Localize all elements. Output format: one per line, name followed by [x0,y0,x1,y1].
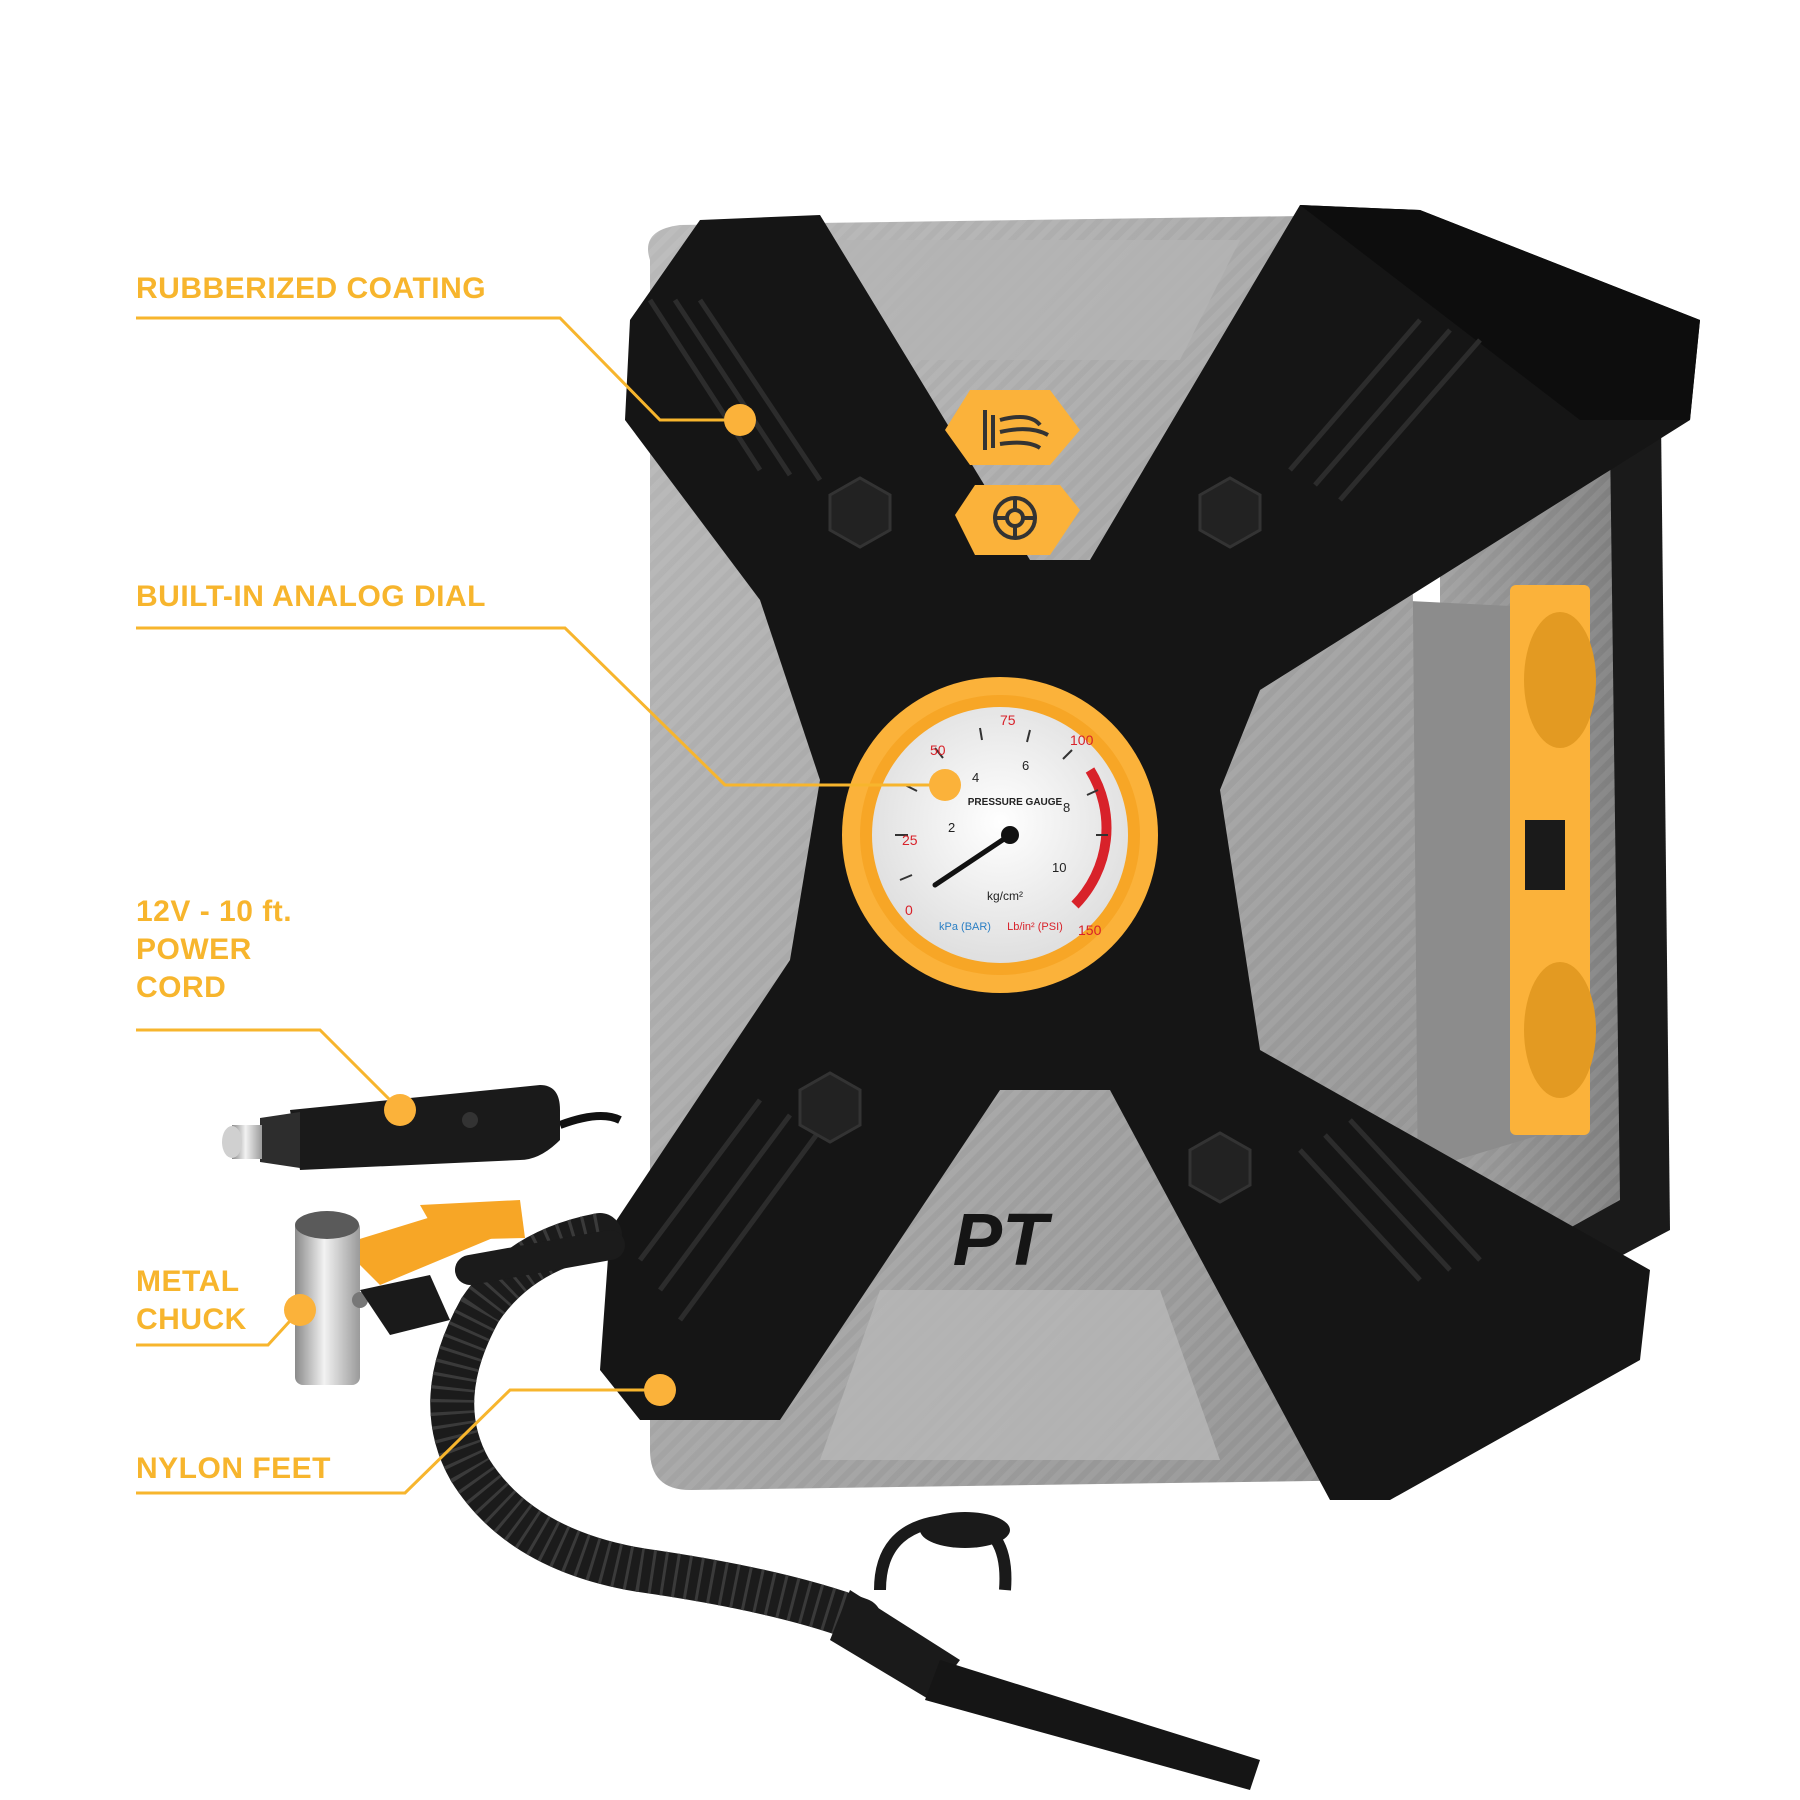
gauge-title: PRESSURE GAUGE [968,797,1063,808]
inflate-button[interactable] [945,390,1080,465]
callout-dot-feet [644,1374,676,1406]
callout-nylon-feet-text: NYLON FEET [136,1452,332,1485]
gauge-unit-center: kg/cm² [987,889,1023,903]
callout-dot-chuck [284,1294,316,1326]
inflation-nozzle[interactable] [830,1512,1260,1790]
tire-icon [993,496,1037,540]
callout-analog-dial-text: BUILT-IN ANALOG DIAL [136,580,486,613]
callout-lines [136,316,945,1495]
callout-power-cord-line2: POWER [136,933,252,966]
callout-nylon-feet: NYLON FEET [136,1450,331,1488]
power-cord-plug[interactable] [222,1085,622,1170]
callout-metal-chuck-line2: CHUCK [136,1303,247,1336]
callout-metal-chuck: METAL CHUCK [136,1263,247,1339]
callout-metal-chuck-line1: METAL [136,1265,240,1298]
callout-dot-dial [929,769,961,801]
brand-logo: PT [953,1198,1053,1281]
callout-analog-dial: BUILT-IN ANALOG DIAL [136,578,486,616]
gauge-psi-0: 0 [905,902,913,918]
callout-dots [284,404,961,1406]
tire-mode-button[interactable] [955,485,1080,555]
metal-chuck[interactable] [295,1200,525,1385]
gauge-psi-50: 50 [930,742,946,758]
air-flow-icon [983,410,1049,450]
callout-rubberized-coating-text: RUBBERIZED COATING [136,272,487,305]
gauge-psi-75: 75 [1000,712,1016,728]
gauge-psi-150: 150 [1078,922,1102,938]
gauge-unit-left: kPa (BAR) [939,921,991,933]
gauge-psi-100: 100 [1070,732,1094,748]
callout-dot-rubber [724,404,756,436]
gauge-kg-6: 6 [1022,758,1029,773]
side-panel [1390,300,1670,1320]
gauge-psi-25: 25 [902,832,918,848]
gauge-kg-4: 4 [972,770,979,785]
gauge-needle [932,832,1013,888]
callout-dot-cord [384,1094,416,1126]
gauge-kg-2: 2 [948,820,955,835]
analog-pressure-gauge: 0 25 50 75 100 150 2 4 6 8 10 PRESSURE G… [842,677,1158,993]
callout-power-cord-line3: CORD [136,971,227,1004]
callout-rubberized-coating: RUBBERIZED COATING [136,270,486,308]
callout-power-cord: 12V - 10 ft. POWER CORD [136,893,292,1007]
callout-power-cord-line1: 12V - 10 ft. [136,895,293,928]
gauge-kg-8: 8 [1063,800,1070,815]
gauge-unit-right: Lb/in² (PSI) [1007,921,1063,933]
power-switch[interactable] [1525,820,1565,890]
gauge-kg-10: 10 [1052,860,1066,875]
